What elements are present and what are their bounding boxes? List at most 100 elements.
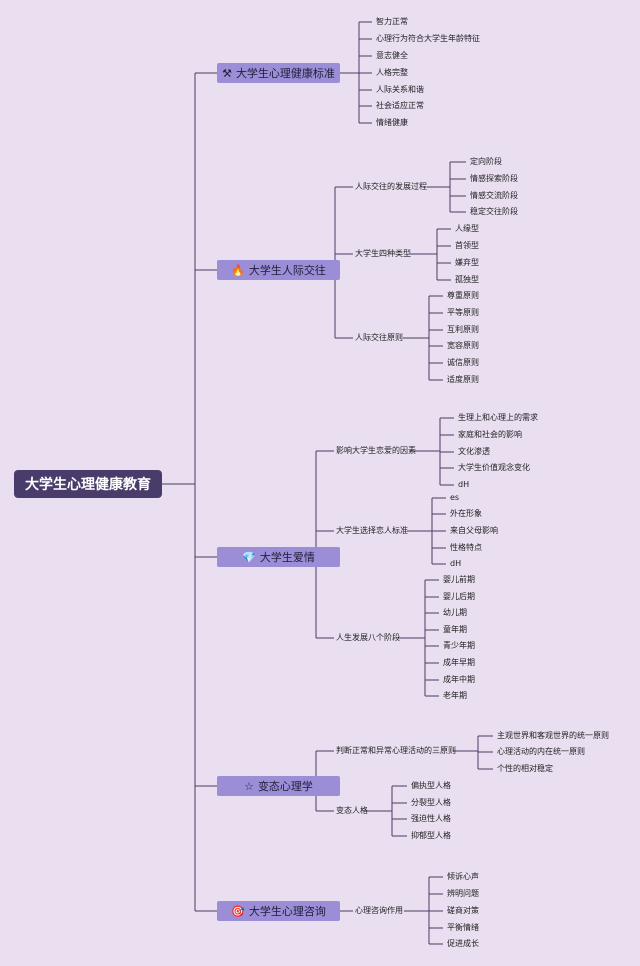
subtopic-label: 人际交往的发展过程: [355, 182, 427, 191]
subtopic[interactable]: 变态人格: [336, 806, 368, 816]
leaf-item[interactable]: 来自父母影响: [450, 526, 498, 536]
leaf-item-label: 家庭和社会的影响: [458, 430, 522, 439]
leaf-item[interactable]: 适度原则: [447, 375, 479, 385]
leaf-item-label: 情感探索阶段: [470, 174, 518, 183]
leaf-item[interactable]: 互利原则: [447, 325, 479, 335]
leaf-item-label: 人际关系和谐: [376, 85, 424, 94]
leaf-item[interactable]: 倾诉心声: [447, 872, 479, 882]
leaf-item[interactable]: 智力正常: [376, 17, 408, 27]
branch-label: 大学生人际交往: [248, 264, 326, 277]
leaf-item[interactable]: 心理行为符合大学生年龄特征: [376, 34, 480, 44]
leaf-item[interactable]: 家庭和社会的影响: [458, 430, 522, 440]
leaf-item-label: 幼儿期: [443, 608, 467, 617]
branch-3[interactable]: 💎大学生爱情: [217, 547, 340, 567]
branch-1[interactable]: ⚒大学生心理健康标准: [217, 63, 340, 83]
leaf-item[interactable]: 成年早期: [443, 658, 475, 668]
leaf-item-label: 嫌弃型: [455, 258, 479, 267]
leaf-item[interactable]: 强迫性人格: [411, 814, 451, 824]
leaf-item[interactable]: dH: [450, 559, 461, 569]
leaf-item[interactable]: 心理活动的内在统一原则: [497, 747, 585, 757]
leaf-item-label: 成年中期: [443, 675, 475, 684]
leaf-item-label: 辨明问题: [447, 889, 479, 898]
subtopic-label: 人际交往原则: [355, 333, 403, 342]
leaf-item[interactable]: 童年期: [443, 625, 467, 635]
leaf-item[interactable]: 宽容原则: [447, 341, 479, 351]
branch-4[interactable]: ☆变态心理学: [217, 776, 340, 796]
subtopic[interactable]: 心理咨询作用: [355, 906, 403, 916]
leaf-item[interactable]: 情绪健康: [376, 118, 408, 128]
leaf-item-label: 生理上和心理上的需求: [458, 413, 538, 422]
subtopic[interactable]: 人际交往原则: [355, 333, 403, 343]
leaf-item-label: 意志健全: [376, 51, 408, 60]
leaf-item[interactable]: 首领型: [455, 241, 479, 251]
leaf-item[interactable]: 稳定交往阶段: [470, 207, 518, 217]
leaf-item-label: dH: [450, 559, 462, 568]
leaf-item[interactable]: 情感交流阶段: [470, 191, 518, 201]
leaf-item-label: 青少年期: [443, 641, 475, 650]
leaf-item[interactable]: 社会适应正常: [376, 101, 424, 111]
root-topic[interactable]: 大学生心理健康教育: [14, 470, 162, 498]
leaf-item[interactable]: dH: [458, 480, 469, 490]
leaf-item[interactable]: 辨明问题: [447, 889, 479, 899]
leaf-item-label: 老年期: [443, 691, 467, 700]
branch-label: 变态心理学: [257, 780, 313, 793]
leaf-item[interactable]: 诚信原则: [447, 358, 479, 368]
leaf-item[interactable]: 抑郁型人格: [411, 831, 451, 841]
leaf-item-label: 文化渗透: [458, 447, 490, 456]
leaf-item[interactable]: 青少年期: [443, 641, 475, 651]
branch-5[interactable]: 🎯大学生心理咨询: [217, 901, 340, 921]
leaf-item-label: 社会适应正常: [376, 101, 424, 110]
leaf-item[interactable]: 主观世界和客观世界的统一原则: [497, 731, 609, 741]
leaf-item[interactable]: 老年期: [443, 691, 467, 701]
leaf-item[interactable]: 嫌弃型: [455, 258, 479, 268]
leaf-item[interactable]: 幼儿期: [443, 608, 467, 618]
leaf-item[interactable]: 孤独型: [455, 275, 479, 285]
leaf-item[interactable]: 性格特点: [450, 543, 482, 553]
star-icon: ☆: [244, 779, 254, 793]
branch-2[interactable]: 🔥大学生人际交往: [217, 260, 340, 280]
leaf-item[interactable]: 意志健全: [376, 51, 408, 61]
subtopic[interactable]: 影响大学生恋爱的因素: [336, 446, 416, 456]
leaf-item[interactable]: 分裂型人格: [411, 798, 451, 808]
leaf-item-label: 情绪健康: [376, 118, 408, 127]
leaf-item-label: 大学生价值观念变化: [458, 463, 530, 472]
leaf-item[interactable]: 文化渗透: [458, 447, 490, 457]
subtopic[interactable]: 大学生选择恋人标准: [336, 526, 408, 536]
leaf-item[interactable]: 尊重原则: [447, 291, 479, 301]
leaf-item-label: 首领型: [455, 241, 479, 250]
leaf-item[interactable]: 婴儿前期: [443, 575, 475, 585]
leaf-item[interactable]: 婴儿后期: [443, 592, 475, 602]
leaf-item[interactable]: 平等原则: [447, 308, 479, 318]
leaf-item-label: 孤独型: [455, 275, 479, 284]
leaf-item-label: 情感交流阶段: [470, 191, 518, 200]
leaf-item[interactable]: 人格完整: [376, 68, 408, 78]
leaf-item[interactable]: 人际关系和谐: [376, 85, 424, 95]
leaf-item[interactable]: 平衡情绪: [447, 923, 479, 933]
leaf-item[interactable]: 成年中期: [443, 675, 475, 685]
leaf-item[interactable]: 人缘型: [455, 224, 479, 234]
leaf-item-label: 稳定交往阶段: [470, 207, 518, 216]
subtopic[interactable]: 判断正常和异常心理活动的三原则: [336, 746, 456, 756]
leaf-item[interactable]: 大学生价值观念变化: [458, 463, 530, 473]
leaf-item[interactable]: 生理上和心理上的需求: [458, 413, 538, 423]
branch-label: 大学生心理健康标准: [235, 67, 335, 80]
subtopic[interactable]: 大学生四种类型: [355, 249, 411, 259]
leaf-item-label: 磋商对策: [447, 906, 479, 915]
subtopic[interactable]: 人生发展八个阶段: [336, 633, 400, 643]
flame-icon: 🔥: [231, 263, 245, 277]
leaf-item[interactable]: 情感探索阶段: [470, 174, 518, 184]
subtopic[interactable]: 人际交往的发展过程: [355, 182, 427, 192]
leaf-item[interactable]: 定向阶段: [470, 157, 502, 167]
leaf-item[interactable]: es: [450, 493, 459, 503]
leaf-item-label: 婴儿后期: [443, 592, 475, 601]
leaf-item[interactable]: 磋商对策: [447, 906, 479, 916]
leaf-item-label: 人缘型: [455, 224, 479, 233]
leaf-item-label: 婴儿前期: [443, 575, 475, 584]
leaf-item[interactable]: 外在形象: [450, 509, 482, 519]
subtopic-label: 大学生四种类型: [355, 249, 411, 258]
leaf-item[interactable]: 促进成长: [447, 939, 479, 949]
leaf-item[interactable]: 偏执型人格: [411, 781, 451, 791]
tools-icon: ⚒: [222, 66, 232, 80]
leaf-item[interactable]: 个性的相对稳定: [497, 764, 553, 774]
